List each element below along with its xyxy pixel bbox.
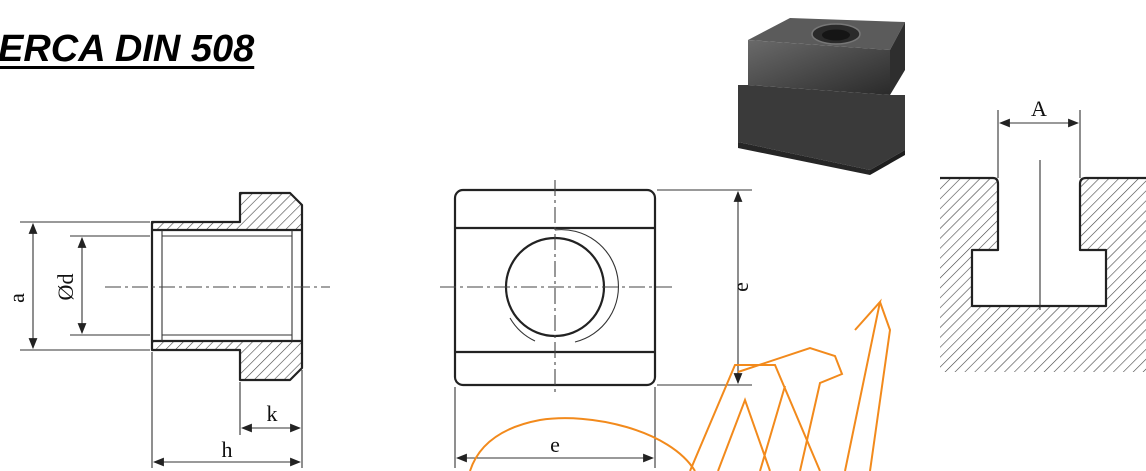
t-slot-section xyxy=(940,110,1146,372)
dim-label-e-side: e xyxy=(728,282,753,292)
page-title: ERCA DIN 508 xyxy=(0,28,255,70)
dim-label-d: Ød xyxy=(53,274,78,301)
side-section-view xyxy=(20,191,330,468)
t-nut-photo xyxy=(738,18,905,175)
dim-label-A: A xyxy=(1031,96,1047,121)
dim-label-a: a xyxy=(4,293,29,303)
dim-label-h: h xyxy=(222,437,233,462)
watermark-logo xyxy=(469,298,892,471)
front-view xyxy=(440,180,752,468)
dim-label-e-front: e xyxy=(550,432,560,457)
dim-label-k: k xyxy=(267,401,278,426)
